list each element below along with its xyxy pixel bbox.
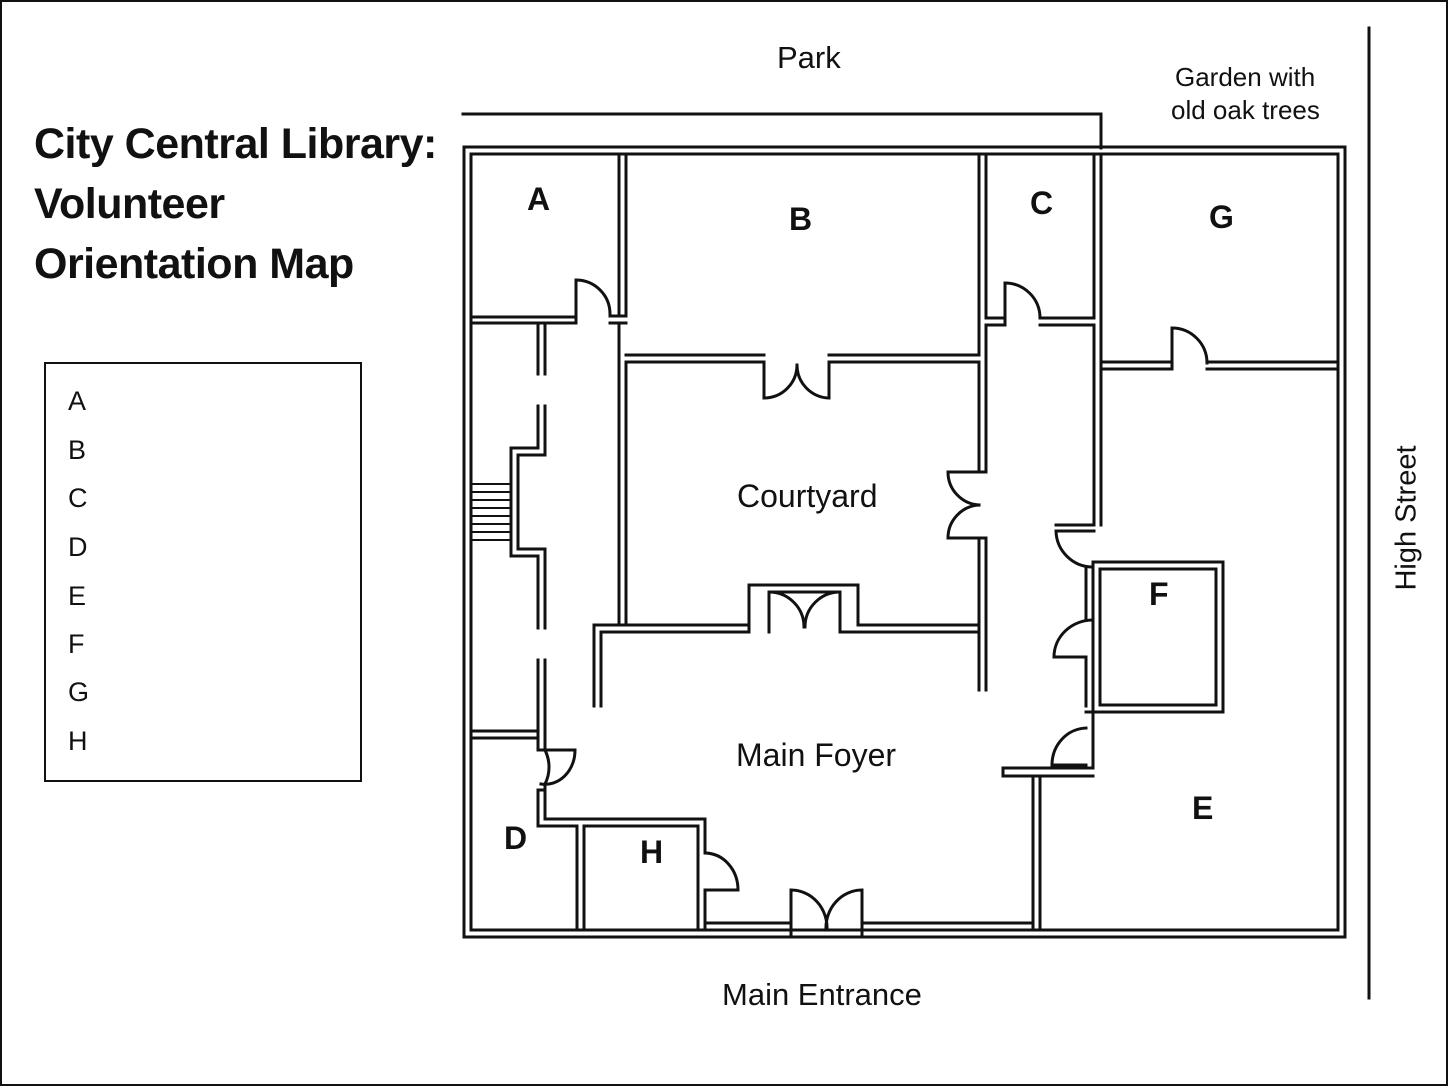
room-label-g: G <box>1209 199 1234 235</box>
main-entrance-door <box>703 888 1035 939</box>
door-f <box>1052 618 1095 708</box>
room-d-walls <box>536 747 707 932</box>
legend-box: A B C D E F G H <box>44 362 362 782</box>
room-e-walls <box>1001 710 1095 932</box>
legend-item-h: H <box>68 726 88 756</box>
area-label-main-foyer: Main Foyer <box>736 737 897 773</box>
door-east-corridor <box>1054 529 1096 569</box>
legend-item-g: G <box>68 677 90 707</box>
legend-item-d: D <box>68 532 88 562</box>
west-corridor-walls <box>469 321 547 752</box>
garden-label-line-1: Garden with <box>1175 62 1316 92</box>
room-h-walls <box>582 817 740 932</box>
courtyard-walls <box>592 321 988 708</box>
room-label-d: D <box>504 820 528 856</box>
stairs <box>470 483 512 541</box>
outer-wall <box>462 145 1347 939</box>
outer-wall-inner <box>469 152 1340 932</box>
main-entrance-label: Main Entrance <box>722 977 922 1012</box>
door-b <box>762 360 831 400</box>
title-line-3: Orientation Map <box>34 240 354 288</box>
door-courtyard-south <box>767 590 842 629</box>
room-g-walls <box>1099 326 1340 371</box>
legend-item-b: B <box>68 435 87 465</box>
room-b-walls <box>624 152 988 400</box>
area-label-courtyard: Courtyard <box>737 478 878 514</box>
room-label-f: F <box>1149 576 1169 612</box>
room-f-walls <box>1052 523 1225 714</box>
door-a <box>574 278 612 325</box>
high-street-label: High Street <box>1390 445 1423 591</box>
door-h <box>703 851 740 892</box>
room-a-walls <box>469 152 628 325</box>
door-e <box>1050 726 1088 767</box>
room-label-h: H <box>640 834 664 870</box>
room-label-b: B <box>789 201 813 237</box>
room-label-c: C <box>1030 185 1054 221</box>
garden-label-line-2: old oak trees <box>1171 95 1320 125</box>
room-label-e: E <box>1192 790 1214 826</box>
legend-item-a: A <box>68 386 87 416</box>
map-title: City Central Library: Volunteer Orientat… <box>34 114 437 294</box>
door-c <box>1003 281 1042 327</box>
legend-item-f: F <box>68 629 85 659</box>
legend-item-e: E <box>68 581 87 611</box>
room-label-a: A <box>527 181 551 217</box>
room-c-walls <box>984 152 1103 527</box>
door-courtyard-east <box>946 470 981 540</box>
title-line-2: Volunteer <box>34 180 225 228</box>
title-line-1: City Central Library: <box>34 120 437 168</box>
park-label: Park <box>777 40 841 75</box>
park-boundary <box>461 112 1103 150</box>
door-g <box>1170 326 1209 371</box>
legend-item-c: C <box>68 483 88 513</box>
